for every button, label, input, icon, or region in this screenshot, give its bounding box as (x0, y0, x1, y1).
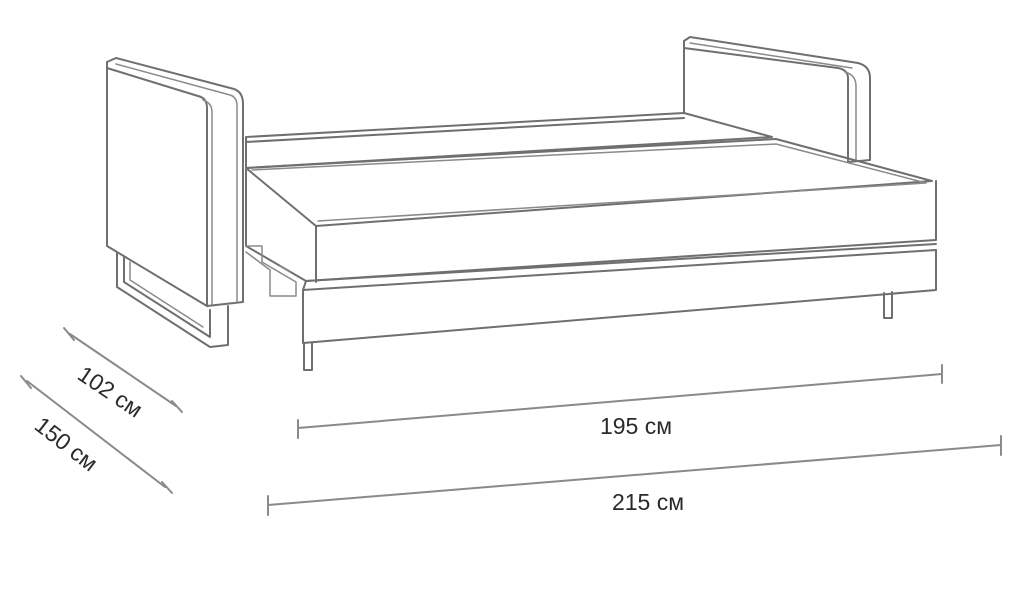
sofa-bed-drawing (106, 36, 937, 371)
dimension-lines (20, 327, 1002, 516)
label-width-inner: 195 см (600, 413, 672, 439)
label-width-outer: 215 см (612, 489, 684, 515)
dimension-depth-outer (20, 375, 173, 494)
label-depth-inner: 102 см (73, 361, 147, 423)
left-armrest (106, 57, 244, 307)
back-mattress (245, 112, 773, 169)
front-mattress (245, 138, 937, 344)
dimension-width-outer (267, 435, 1002, 516)
label-depth-outer: 150 см (30, 411, 103, 476)
base-details (245, 251, 297, 297)
dimension-width-inner (297, 364, 943, 439)
dimension-depth-inner (63, 327, 183, 413)
dimension-labels: 102 см 150 см 195 см 215 см (30, 361, 684, 515)
left-armrest-frame-leg (116, 252, 229, 348)
legs (303, 291, 893, 371)
